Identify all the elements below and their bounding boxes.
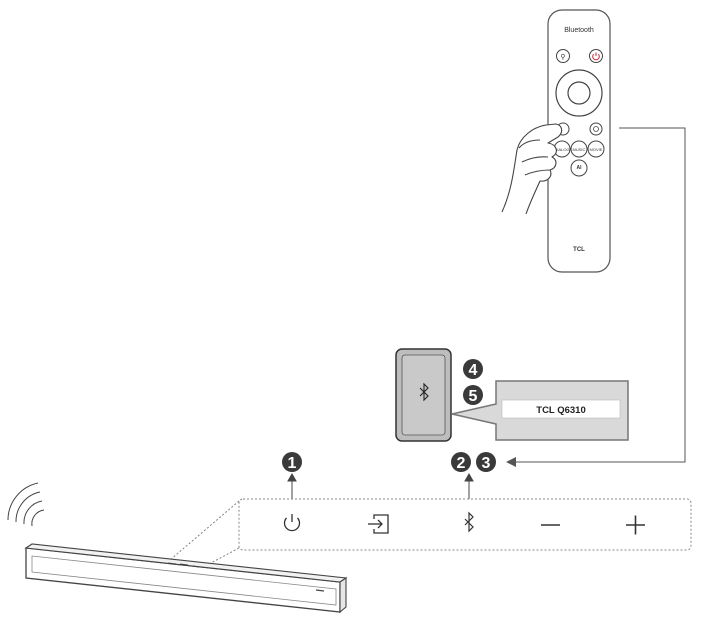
- remote-brand-logo: TCL: [573, 247, 585, 253]
- search-glyph-icon: ⚲: [560, 53, 565, 61]
- device-list-popup: TCL Q6310: [451, 380, 629, 441]
- step-badge-4: 4: [463, 359, 483, 379]
- plus-icon: [626, 515, 645, 535]
- step-number-5: 5: [469, 388, 478, 405]
- connector-arrowhead: [506, 457, 516, 467]
- bluetooth-icon: [464, 511, 474, 533]
- remote-mode-button-2[interactable]: [570, 140, 588, 158]
- settings-glyph-icon: [593, 126, 599, 132]
- power-icon: [283, 514, 301, 532]
- step-badge-5: 5: [463, 385, 483, 405]
- soundbar-power-button[interactable]: [283, 514, 301, 532]
- remote-ok-button[interactable]: [567, 81, 591, 105]
- remote-search-icon[interactable]: [556, 49, 570, 63]
- soundbar-top-buttons: [167, 562, 201, 568]
- remote-settings-icon[interactable]: [589, 122, 603, 136]
- step-number-2: 2: [457, 455, 466, 472]
- soundbar-input-button[interactable]: [368, 514, 389, 534]
- soundbar: [24, 543, 348, 614]
- step-badge-1: 1: [282, 452, 302, 472]
- step-number-4: 4: [469, 362, 478, 379]
- phone: [395, 348, 452, 442]
- soundbar-volume-up-button[interactable]: [626, 515, 645, 535]
- remote-mode-label-3: MOVIE: [590, 147, 603, 152]
- step-badge-3: 3: [476, 452, 496, 472]
- step-number-1: 1: [288, 455, 297, 472]
- input-icon: [368, 514, 389, 534]
- remote-mode-button-3[interactable]: [587, 140, 605, 158]
- step-number-3: 3: [482, 455, 491, 472]
- remote-ai-button[interactable]: [570, 159, 588, 177]
- remote-mode-label-2: MUSIC: [573, 147, 586, 152]
- device-name-label[interactable]: TCL Q6310: [536, 405, 585, 416]
- remote-ai-label: AI: [577, 165, 583, 171]
- remote-control: Bluetooth ⚲ DIALOG MUSIC MOVIE AI TCL: [547, 9, 611, 273]
- soundbar-status-led: [315, 589, 325, 592]
- wireless-signal-icon: [7, 482, 45, 527]
- remote-mode-label-1: DIALOG: [554, 147, 569, 152]
- hand-illustration: [501, 123, 563, 215]
- remote-power-icon[interactable]: [589, 49, 603, 63]
- phone-bluetooth-icon: [419, 382, 429, 402]
- remote-connector-line: [506, 127, 686, 467]
- step-badge-2: 2: [451, 452, 471, 472]
- soundbar-bluetooth-button[interactable]: [464, 511, 474, 533]
- power-glyph-icon: [592, 52, 600, 61]
- remote-bluetooth-label: Bluetooth: [564, 27, 594, 34]
